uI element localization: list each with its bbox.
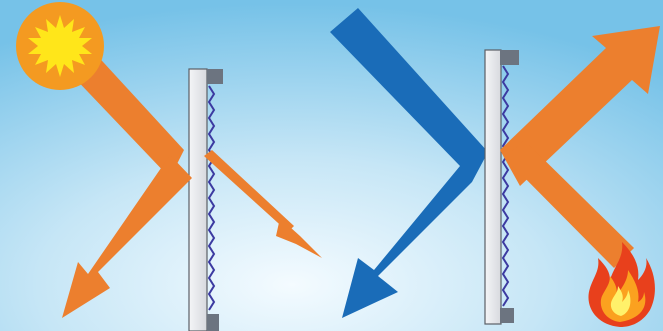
frame-cap-bottom	[207, 314, 219, 331]
sunlight-reflected-arrow	[62, 155, 192, 318]
heat-source-ray	[505, 140, 634, 268]
heat-reflected-arrow	[500, 26, 660, 186]
left-window	[188, 68, 223, 331]
glass-pane	[188, 68, 208, 331]
fire-icon	[588, 242, 655, 327]
coating-zigzag	[207, 85, 216, 311]
sunlight-transmitted-arrow	[204, 150, 322, 258]
coating-zigzag	[501, 65, 510, 307]
sun-icon	[16, 2, 104, 90]
frame-cap-top	[207, 69, 223, 84]
frame-cap-top	[500, 50, 519, 65]
frame-cap-bottom	[500, 308, 514, 323]
glass-pane	[484, 49, 502, 325]
cold-reflected-arrow	[330, 8, 488, 318]
right-window	[484, 49, 519, 325]
